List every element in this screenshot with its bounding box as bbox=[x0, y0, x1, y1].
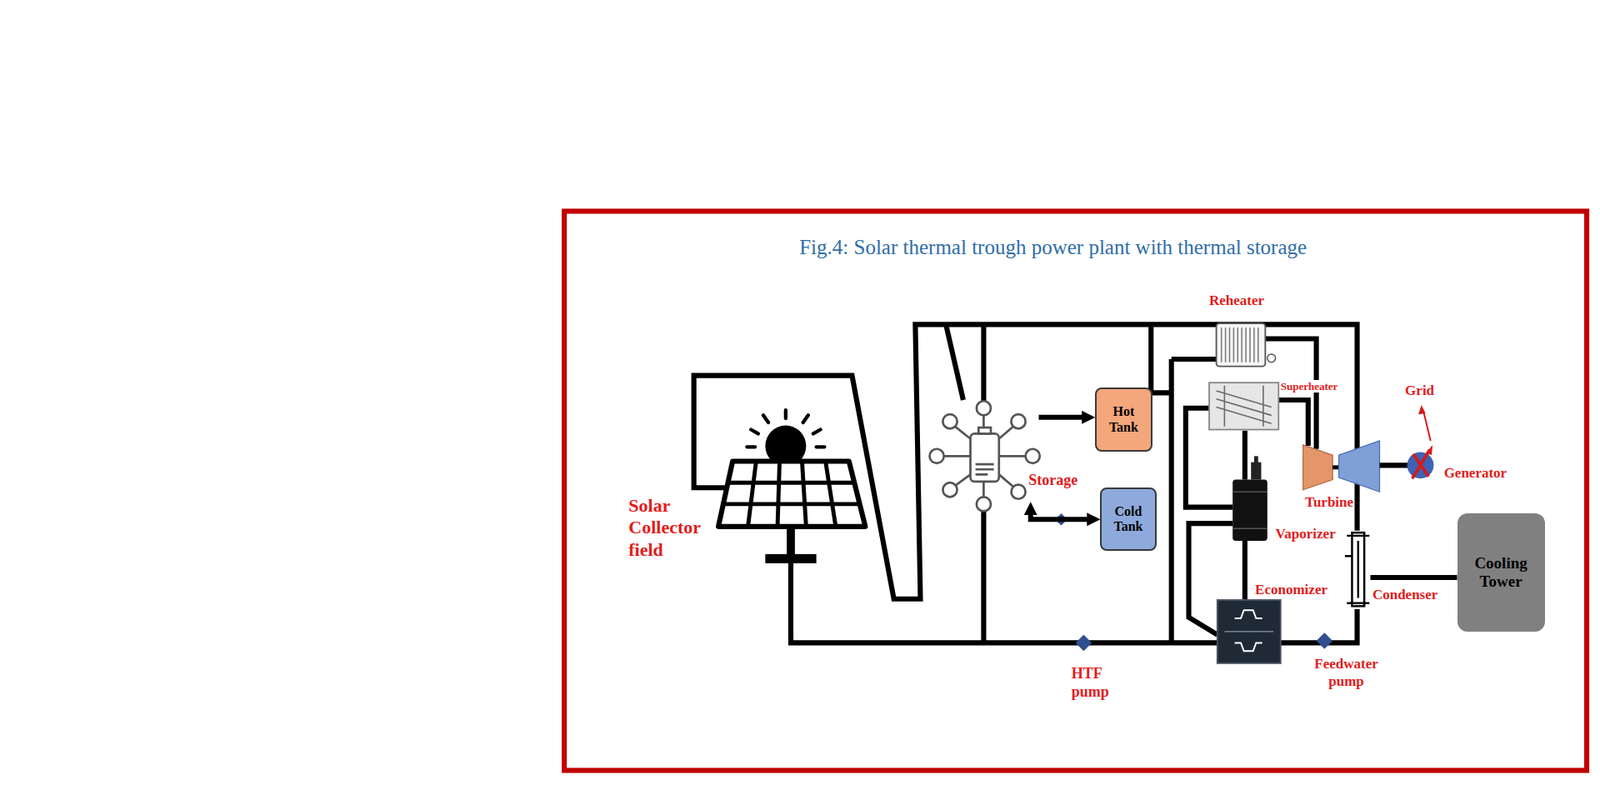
node-label: Hot Tank bbox=[1100, 404, 1148, 435]
feedwater-pump-symbol bbox=[1316, 632, 1334, 650]
storage-node-circle bbox=[930, 449, 945, 464]
collector-grid bbox=[723, 460, 860, 526]
pipe-connector bbox=[1370, 575, 1457, 580]
htf-pipe bbox=[980, 324, 986, 401]
part-name: Reheater bbox=[1209, 292, 1265, 310]
htf-pipe bbox=[1169, 359, 1175, 643]
pipe-connector bbox=[1039, 415, 1085, 420]
steam-pipe bbox=[1242, 540, 1248, 600]
vaporizer-knob bbox=[1254, 455, 1259, 464]
battery-cap bbox=[978, 427, 991, 434]
part-name: Superheater bbox=[1280, 380, 1339, 394]
storage-node-circle bbox=[942, 482, 957, 497]
superheater-symbol bbox=[1209, 382, 1279, 430]
part-name: Feedwater pump bbox=[1298, 655, 1395, 690]
collector-stand bbox=[786, 526, 795, 558]
storage-node-circle bbox=[1010, 414, 1025, 429]
collector-base bbox=[765, 554, 816, 564]
grid-leader bbox=[1423, 410, 1431, 441]
generator-mark bbox=[1412, 450, 1430, 479]
htf-pipe bbox=[945, 324, 964, 400]
storage-node-circle bbox=[976, 400, 991, 415]
part-name: Vaporizer bbox=[1275, 525, 1336, 543]
reheater-fins bbox=[1221, 327, 1259, 363]
vaporizer-cap bbox=[1250, 462, 1261, 480]
lp-turbine-symbol bbox=[1339, 440, 1380, 492]
part-name: Grid bbox=[1405, 382, 1435, 400]
sun-rays bbox=[746, 410, 825, 447]
generator-arrowhead bbox=[1425, 445, 1434, 455]
hot-tank: Hot Tank bbox=[1095, 387, 1153, 452]
storage-unit: Storage bbox=[930, 400, 1040, 502]
cooling-tower: Cooling Tower bbox=[1457, 513, 1545, 632]
economizer-divider bbox=[1224, 630, 1274, 632]
htf-pipe bbox=[790, 559, 1218, 643]
economizer-symbol bbox=[1217, 600, 1281, 664]
component-label: Storage bbox=[1028, 471, 1078, 490]
superheater-tubes bbox=[1216, 385, 1272, 427]
storage-node-circle bbox=[942, 414, 957, 429]
reheater-symbol bbox=[1216, 323, 1266, 366]
node-label: Cold Tank bbox=[1105, 504, 1152, 535]
reheater-valve bbox=[1267, 354, 1276, 363]
steam-pipe bbox=[1278, 400, 1309, 446]
turbine-shaft bbox=[1380, 462, 1410, 468]
hp-turbine-symbol bbox=[1303, 445, 1334, 490]
collector-panel bbox=[718, 460, 865, 526]
vaporizer-bands bbox=[1232, 491, 1268, 529]
storage-node-circle bbox=[976, 496, 991, 511]
steam-pipe bbox=[1242, 430, 1248, 480]
cold-tank: Cold Tank bbox=[1100, 487, 1157, 551]
condenser-details bbox=[1345, 535, 1370, 604]
pipe-connector bbox=[1030, 512, 1090, 520]
node-label: Cooling Tower bbox=[1460, 554, 1542, 591]
figure-title: Fig.4: Solar thermal trough power plant … bbox=[553, 235, 1554, 260]
htf-pipe bbox=[980, 510, 986, 643]
part-name: Generator bbox=[1444, 465, 1508, 482]
htf-pipe bbox=[1150, 324, 1171, 393]
part-name: HTF pump bbox=[1071, 665, 1118, 701]
component-label: Condenser bbox=[1372, 586, 1438, 604]
grid-arrowhead bbox=[1418, 405, 1426, 415]
part-name: Solar Collector field bbox=[628, 495, 712, 561]
economizer-glyph bbox=[1235, 642, 1263, 651]
storage-node-circle bbox=[1010, 485, 1025, 500]
condenser-unit: Condenser bbox=[1345, 528, 1371, 610]
figure-frame bbox=[564, 210, 1587, 770]
battery-symbol bbox=[970, 433, 999, 482]
vaporizer-symbol bbox=[1232, 480, 1268, 541]
htf-pump-symbol bbox=[1075, 635, 1093, 652]
htf-pipe bbox=[1171, 356, 1217, 362]
part-name: Economizer bbox=[1255, 581, 1328, 599]
part-name: Turbine bbox=[1305, 494, 1354, 511]
feedwater-pipe bbox=[1280, 609, 1358, 643]
storage-node-circle bbox=[1025, 449, 1040, 464]
battery-lines bbox=[975, 464, 995, 475]
economizer-glyph bbox=[1235, 610, 1263, 619]
turbine-link bbox=[1332, 465, 1339, 470]
